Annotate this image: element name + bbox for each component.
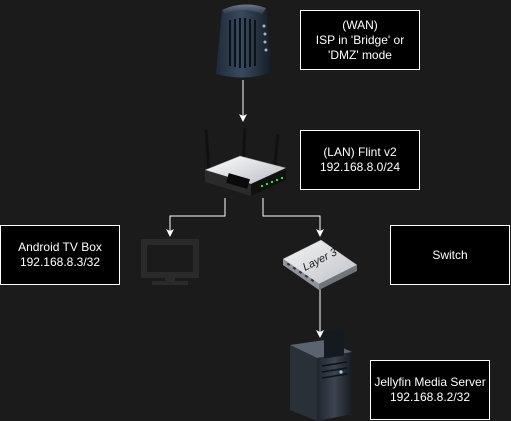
wan-label-box: (WAN) ISP in 'Bridge' or 'DMZ' mode (300, 10, 420, 70)
tv-monitor-icon (141, 239, 199, 285)
switch-label-box: Switch (390, 225, 510, 285)
wan-line-2: ISP in 'Bridge' or (315, 32, 405, 47)
jellyfin-server-label-box: Jellyfin Media Server 192.168.8.2/32 (370, 360, 490, 420)
wan-line-1: (WAN) (342, 17, 378, 32)
android-tv-label-box: Android TV Box 192.168.8.3/32 (0, 225, 120, 285)
lan-label-box: (LAN) Flint v2 192.168.8.0/24 (300, 130, 420, 190)
switch-line-1: Switch (432, 247, 468, 262)
modem-icon (216, 4, 272, 78)
tv-line-1: Android TV Box (18, 240, 102, 254)
layer3-switch-icon: Layer 3 (282, 239, 358, 290)
tv-line-2: 192.168.8.3/32 (19, 255, 101, 269)
connector-router-to-tv (166, 198, 226, 237)
server-line-1: Jellyfin Media Server (374, 375, 486, 389)
server-tower-icon (290, 329, 352, 421)
router-icon (204, 127, 287, 196)
server-line-2: 192.168.8.2/32 (389, 390, 471, 404)
wan-line-3: 'DMZ' mode (328, 47, 392, 62)
lan-line-2: 192.168.8.0/24 (319, 160, 401, 174)
lan-line-1: (LAN) Flint v2 (323, 145, 397, 159)
connector-router-to-switch (262, 198, 324, 237)
